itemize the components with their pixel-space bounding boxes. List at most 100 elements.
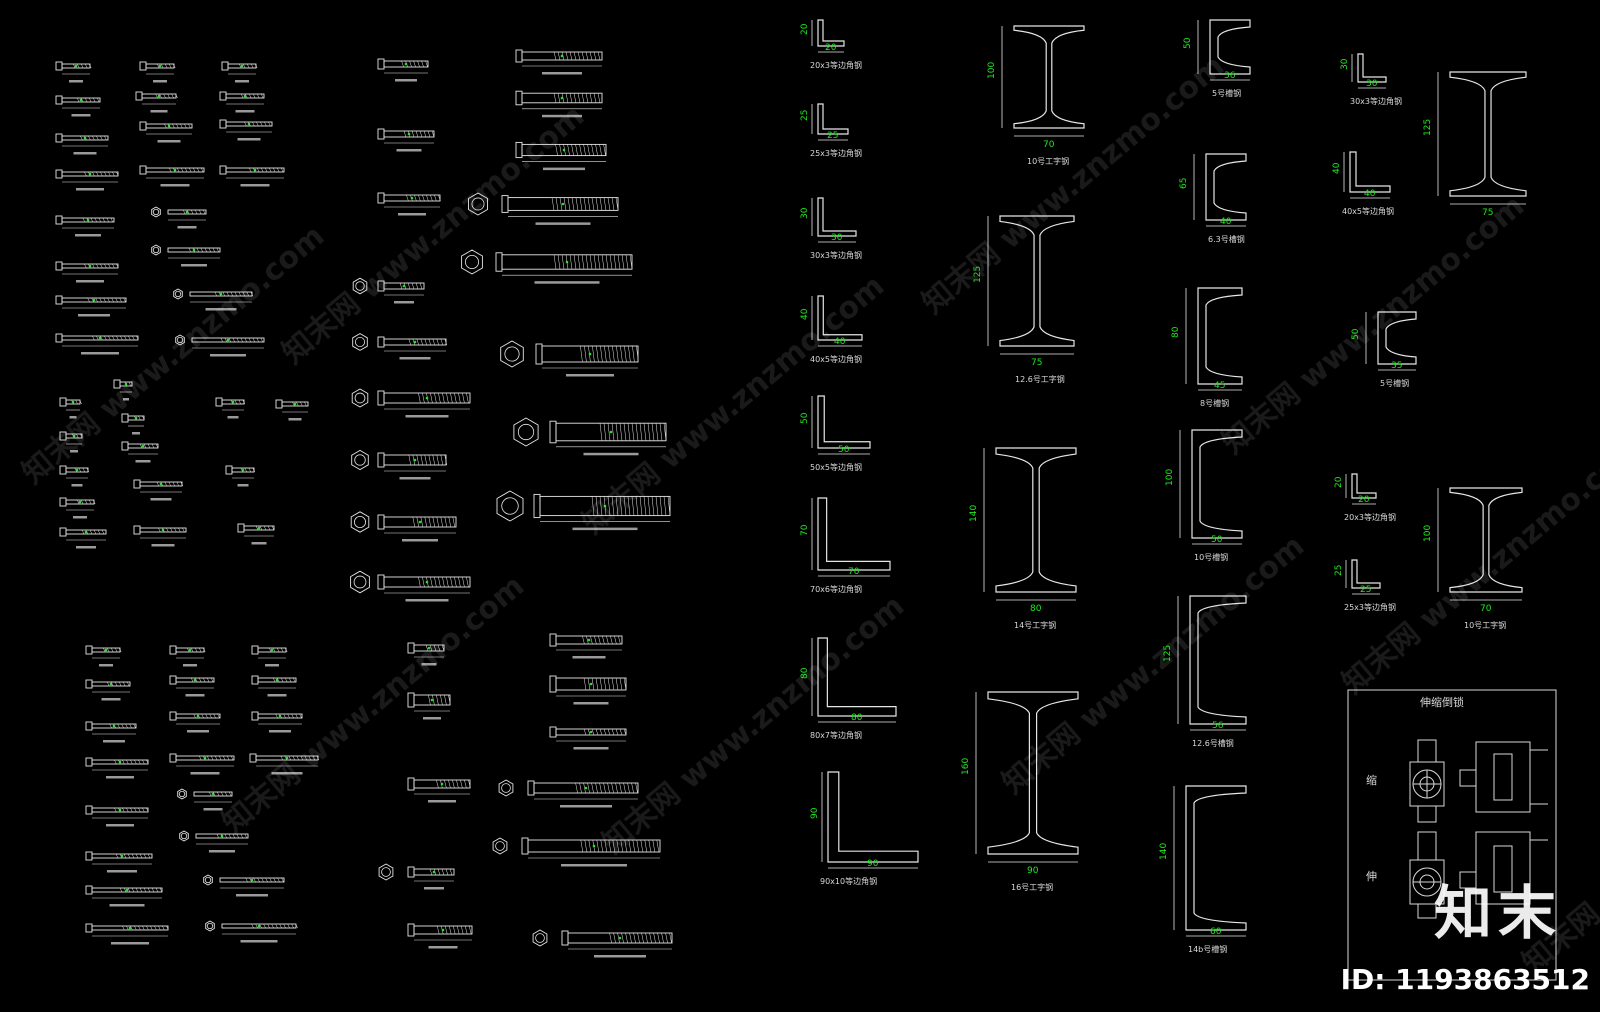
bolt-thread [134,925,137,931]
bolt-thread [659,496,663,516]
bolt-thread [553,254,557,270]
bolt-thread [115,297,118,303]
bolt-caption-bar [76,280,104,283]
bolt-thread [573,254,577,270]
bolt-thread [146,925,149,931]
bolt-drawing [251,711,303,733]
bolt-caption-bar [594,955,646,958]
bolt-thread [615,423,619,441]
bolt-thread [432,454,436,466]
bolt-thread [422,392,425,404]
bolt-thread [238,63,242,69]
bolt-dim-mark [293,402,297,406]
bolt-thread [603,197,607,211]
bolt-thread [198,209,202,215]
bolt-thread [119,887,123,893]
bolt-thread [653,932,656,944]
bolt-thread [108,335,111,341]
hex-nut-end-view [468,192,488,216]
bolt-caption-bar [428,800,456,803]
hex-nut-end-view [492,837,508,855]
bolt-thread [132,335,135,341]
bolt-thread [581,51,585,61]
bolt-thread [621,932,624,944]
hex-hole [354,454,366,466]
bolt-drawing [215,397,246,419]
bolt-thread [87,297,90,303]
bolt-thread [620,839,624,853]
bolt-thread [192,167,196,173]
bolt-drawing [55,215,115,237]
bolt-head [377,452,385,468]
hex-nut-end-view [498,779,514,797]
bolt-thread [112,263,115,269]
bolt-thread [613,254,617,270]
bolt-head [113,379,121,389]
bolt-drawing [195,833,249,853]
bolt-drawing [59,527,107,549]
hex-nut-end-view [513,417,539,447]
bolt-thread [272,647,276,653]
bolt-thread [588,839,592,853]
bolt-head [377,336,385,348]
bolt-thread [143,443,147,449]
bolt-thread [117,723,120,729]
bolt-thread [116,263,119,269]
bolt-thread [92,499,96,505]
bolt-thread [425,60,428,68]
bolt-thread [665,932,668,944]
bolt-caption-bar [542,72,582,75]
bolt-dim-mark [88,172,92,176]
bolt-drawing [377,58,429,82]
bolt-thread [607,728,611,736]
bolt-thread [245,877,248,883]
angle-height-value: 30 [1340,58,1350,70]
bolt-thread [416,516,420,528]
hex-nut-end-view [378,863,394,881]
bolt-thread [118,681,122,687]
bolt-thread [569,93,573,103]
bolt-thread [208,791,212,797]
bolt-thread [75,399,78,405]
bolt-drawing [377,128,435,152]
bolt-thread [124,335,127,341]
bolt-thread [127,853,131,859]
bolt-thread [596,345,599,363]
bolt-dim-mark [86,218,90,222]
bolt-thread [607,496,611,516]
hex-hole [152,208,160,216]
bolt-thread [419,130,423,138]
bolt-thread [436,779,439,789]
bolt-thread [418,194,421,202]
hex-hole [353,575,367,589]
bolt-head [527,780,535,796]
bolt-thread [444,338,448,346]
bolt-thread [244,467,248,473]
bolt-caption-bar [157,140,181,143]
angle-label: 90x10等边角钢 [820,876,877,886]
bolt-dim-mark [104,648,108,652]
bolt-thread [118,647,122,653]
angle-width-value: 30 [831,233,843,243]
bolt-drawing [189,291,254,311]
bolt-thread [655,423,659,441]
bolt-thread [256,167,260,173]
bolt-head [139,121,147,131]
bolt-thread [126,681,130,687]
channel-label: 5号槽钢 [1380,378,1409,388]
bolt-dim-mark [270,648,274,652]
angle-label: 40x5等边角钢 [810,354,862,364]
bolt-head [521,837,529,855]
bolt-thread [257,877,260,883]
bolt-thread [611,496,615,516]
bolt-thread [559,197,563,211]
bolt-thread [619,782,622,794]
bolt-thread [236,337,240,343]
bolt-thread [616,839,620,853]
bolt-thread [637,932,640,944]
bolt-thread [184,123,187,129]
